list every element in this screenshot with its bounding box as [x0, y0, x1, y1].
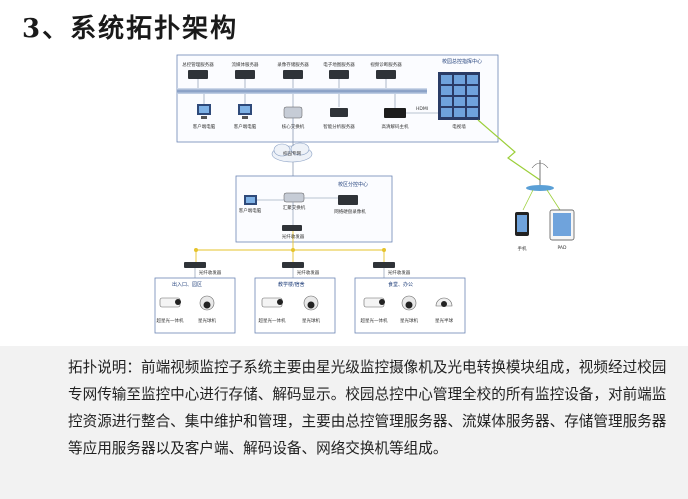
caption-text: 拓扑说明：前端视频监控子系统主要由星光级监控摄像机及光电转换模块组成，视频经过校…	[68, 359, 667, 457]
dome-camera-icon	[303, 295, 319, 311]
optical-receiver-label: 光纤收发器	[281, 235, 305, 240]
turret-camera-icon	[435, 297, 453, 307]
client-label: 客户端电脑	[192, 125, 216, 130]
optical-transmitter-label: 光纤收发器	[296, 271, 320, 276]
camera-label: 超星光一体机	[258, 319, 286, 324]
server-icon	[376, 70, 396, 79]
caption-panel: 拓扑说明：前端视频监控子系统主要由星光级监控摄像机及光电转换模块组成，视频经过校…	[0, 346, 688, 499]
camera-label: 星光球机	[400, 319, 418, 324]
bullet-camera-icon	[159, 297, 181, 308]
camera-label: 星光球机	[302, 319, 320, 324]
camera-label: 超星光一体机	[360, 319, 388, 324]
bullet-camera-icon	[363, 297, 385, 308]
optical-receiver-icon	[282, 225, 302, 231]
sub-center-label: 校区分控中心	[338, 182, 369, 188]
bullet-camera-icon	[261, 297, 283, 308]
client-pc-icon	[238, 104, 252, 119]
server-label: 视频诊断服务器	[370, 63, 402, 68]
sub-client-pc-icon	[244, 195, 257, 205]
agg-switch-icon	[283, 192, 305, 203]
camera-label: 星光半球	[435, 319, 453, 324]
topology-lines	[154, 54, 575, 334]
server-icon	[283, 70, 303, 79]
wireless-link	[477, 119, 541, 181]
server-icon	[188, 70, 208, 79]
pad-label: PAD	[557, 246, 567, 251]
optical-transmitter-label: 光纤收发器	[387, 271, 411, 276]
client-pc-icon	[197, 104, 211, 119]
front-group-title: 出入口、园区	[172, 282, 203, 288]
dome-camera-icon	[401, 295, 417, 311]
page-title: 3、系统拓扑架构	[22, 14, 239, 44]
dome-camera-icon	[199, 295, 215, 311]
hdmi-label: HDMI	[415, 107, 429, 112]
core-switch-label: 核心交换机	[281, 125, 305, 130]
optical-transmitter-icon	[184, 262, 206, 268]
core-switch-icon	[283, 106, 303, 119]
decoder-icon	[384, 108, 406, 118]
server-label: 总控管理服务器	[182, 63, 214, 68]
camera-label: 超星光一体机	[156, 319, 184, 324]
phone-icon	[515, 212, 529, 236]
campus-net-label: 校园专网	[283, 152, 301, 157]
decoder-label: 高清解码主机	[381, 125, 409, 130]
server-label: 电子地图服务器	[323, 63, 355, 68]
mobile-phone-label: 手机	[517, 247, 527, 252]
sub-client-label: 客户端电脑	[238, 209, 262, 214]
front-group-title: 教学楼/宿舍	[278, 282, 305, 288]
videowall-label: 电视墙	[452, 125, 466, 130]
server-icon	[235, 70, 255, 79]
optical-transmitter-icon	[373, 262, 395, 268]
analysis-server-icon	[330, 108, 348, 117]
server-label: 流媒体服务器	[231, 63, 259, 68]
camera-label: 星光球机	[198, 319, 216, 324]
server-label: 录像存储服务器	[277, 63, 309, 68]
server-icon	[329, 70, 349, 79]
backbone-bus	[177, 88, 427, 94]
control-center-label: 校园总控指挥中心	[442, 59, 483, 65]
optical-transmitter-icon	[282, 262, 304, 268]
topology-diagram: 校园总控指挥中心 总控管理服务器 流媒体服务器 录像存储服务器 电子地图服务器 …	[154, 54, 575, 334]
analysis-server-label: 智能分析服务器	[323, 125, 355, 130]
optical-transmitter-label: 光纤收发器	[198, 271, 222, 276]
videowall-icon	[438, 72, 480, 120]
nvr-icon	[338, 195, 358, 205]
client-label: 客户端电脑	[233, 125, 257, 130]
tablet-icon	[549, 209, 575, 241]
server-icons	[188, 70, 396, 79]
agg-switch-label: 汇聚交换机	[282, 206, 306, 211]
cloud-icon	[271, 142, 313, 163]
sub-center-box	[235, 175, 393, 243]
front-group-title: 食堂、办公	[388, 282, 414, 288]
antenna-tower-icon	[526, 160, 554, 191]
nvr-label: 网络硬盘录像机	[334, 210, 366, 215]
